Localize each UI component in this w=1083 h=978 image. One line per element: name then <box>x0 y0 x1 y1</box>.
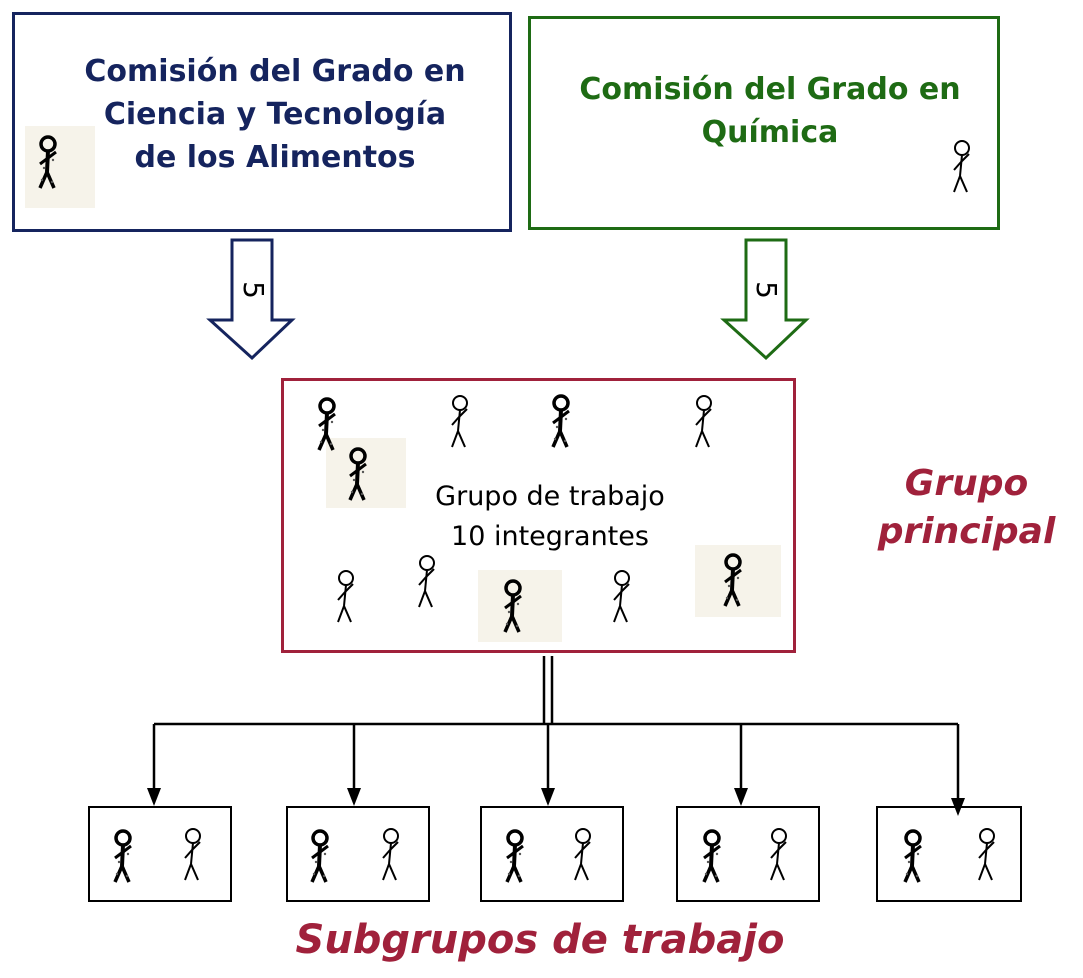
food-science-title-line2: Ciencia y Tecnología <box>103 97 447 132</box>
chemistry-title-line1: Comisión del Grado en <box>579 72 961 107</box>
right-down-arrow <box>720 238 810 361</box>
subgroup-box-3 <box>480 806 624 902</box>
stick-figure-icon <box>978 828 995 881</box>
figure-backdrop <box>25 126 95 208</box>
subgroups-label: Subgrupos de trabajo <box>295 917 785 963</box>
chemistry-committee-title: Comisión del Grado en Química <box>540 68 1000 154</box>
working-group-title: Grupo de trabajo 10 integrantes <box>390 477 710 557</box>
stick-figure-icon <box>418 555 435 608</box>
arrowhead-1 <box>147 788 161 806</box>
stick-figure-icon <box>113 829 133 884</box>
stick-figure-icon <box>770 828 787 881</box>
arrowhead-3 <box>541 788 555 806</box>
arrowhead-5 <box>951 798 965 816</box>
subgroup-box-4 <box>676 806 820 902</box>
stick-figure-icon <box>903 829 923 884</box>
subgroup-box-2 <box>286 806 430 902</box>
stick-figure-icon <box>451 395 468 448</box>
working-group-line2: 10 integrantes <box>451 521 649 552</box>
arrowhead-2 <box>347 788 361 806</box>
food-science-title-line1: Comisión del Grado en <box>84 54 466 89</box>
main-group-label-line1: Grupo <box>904 463 1029 504</box>
chemistry-title-line2: Química <box>701 115 839 150</box>
stick-figure-icon <box>382 828 399 881</box>
main-group-label: Grupo principal <box>850 460 1083 556</box>
subgroup-box-5 <box>876 806 1022 902</box>
chemistry-committee-box <box>528 16 1000 230</box>
stick-figure-icon <box>551 394 571 449</box>
stick-figure-icon <box>184 828 201 881</box>
figure-backdrop <box>326 438 406 508</box>
arrowhead-4 <box>734 788 748 806</box>
stick-figure-icon <box>702 829 722 884</box>
stick-figure-icon <box>695 395 712 448</box>
stick-figure-icon <box>953 140 970 193</box>
stick-figure-icon <box>505 829 525 884</box>
connector-arrowheads <box>147 788 965 816</box>
left-arrow-count: 5 <box>237 281 270 299</box>
food-science-title-line3: de los Alimentos <box>134 140 416 175</box>
stick-figure-icon <box>310 829 330 884</box>
main-group-label-line2: principal <box>877 511 1056 552</box>
right-arrow-count: 5 <box>750 281 783 299</box>
stick-figure-icon <box>574 828 591 881</box>
stick-figure-icon <box>337 570 354 623</box>
working-group-line1: Grupo de trabajo <box>435 481 665 512</box>
food-science-committee-title: Comisión del Grado en Ciencia y Tecnolog… <box>40 50 510 179</box>
subgroup-box-1 <box>88 806 232 902</box>
connector-lines <box>152 656 960 798</box>
left-down-arrow <box>206 238 296 361</box>
stick-figure-icon <box>613 570 630 623</box>
food-science-committee-box <box>12 12 512 232</box>
